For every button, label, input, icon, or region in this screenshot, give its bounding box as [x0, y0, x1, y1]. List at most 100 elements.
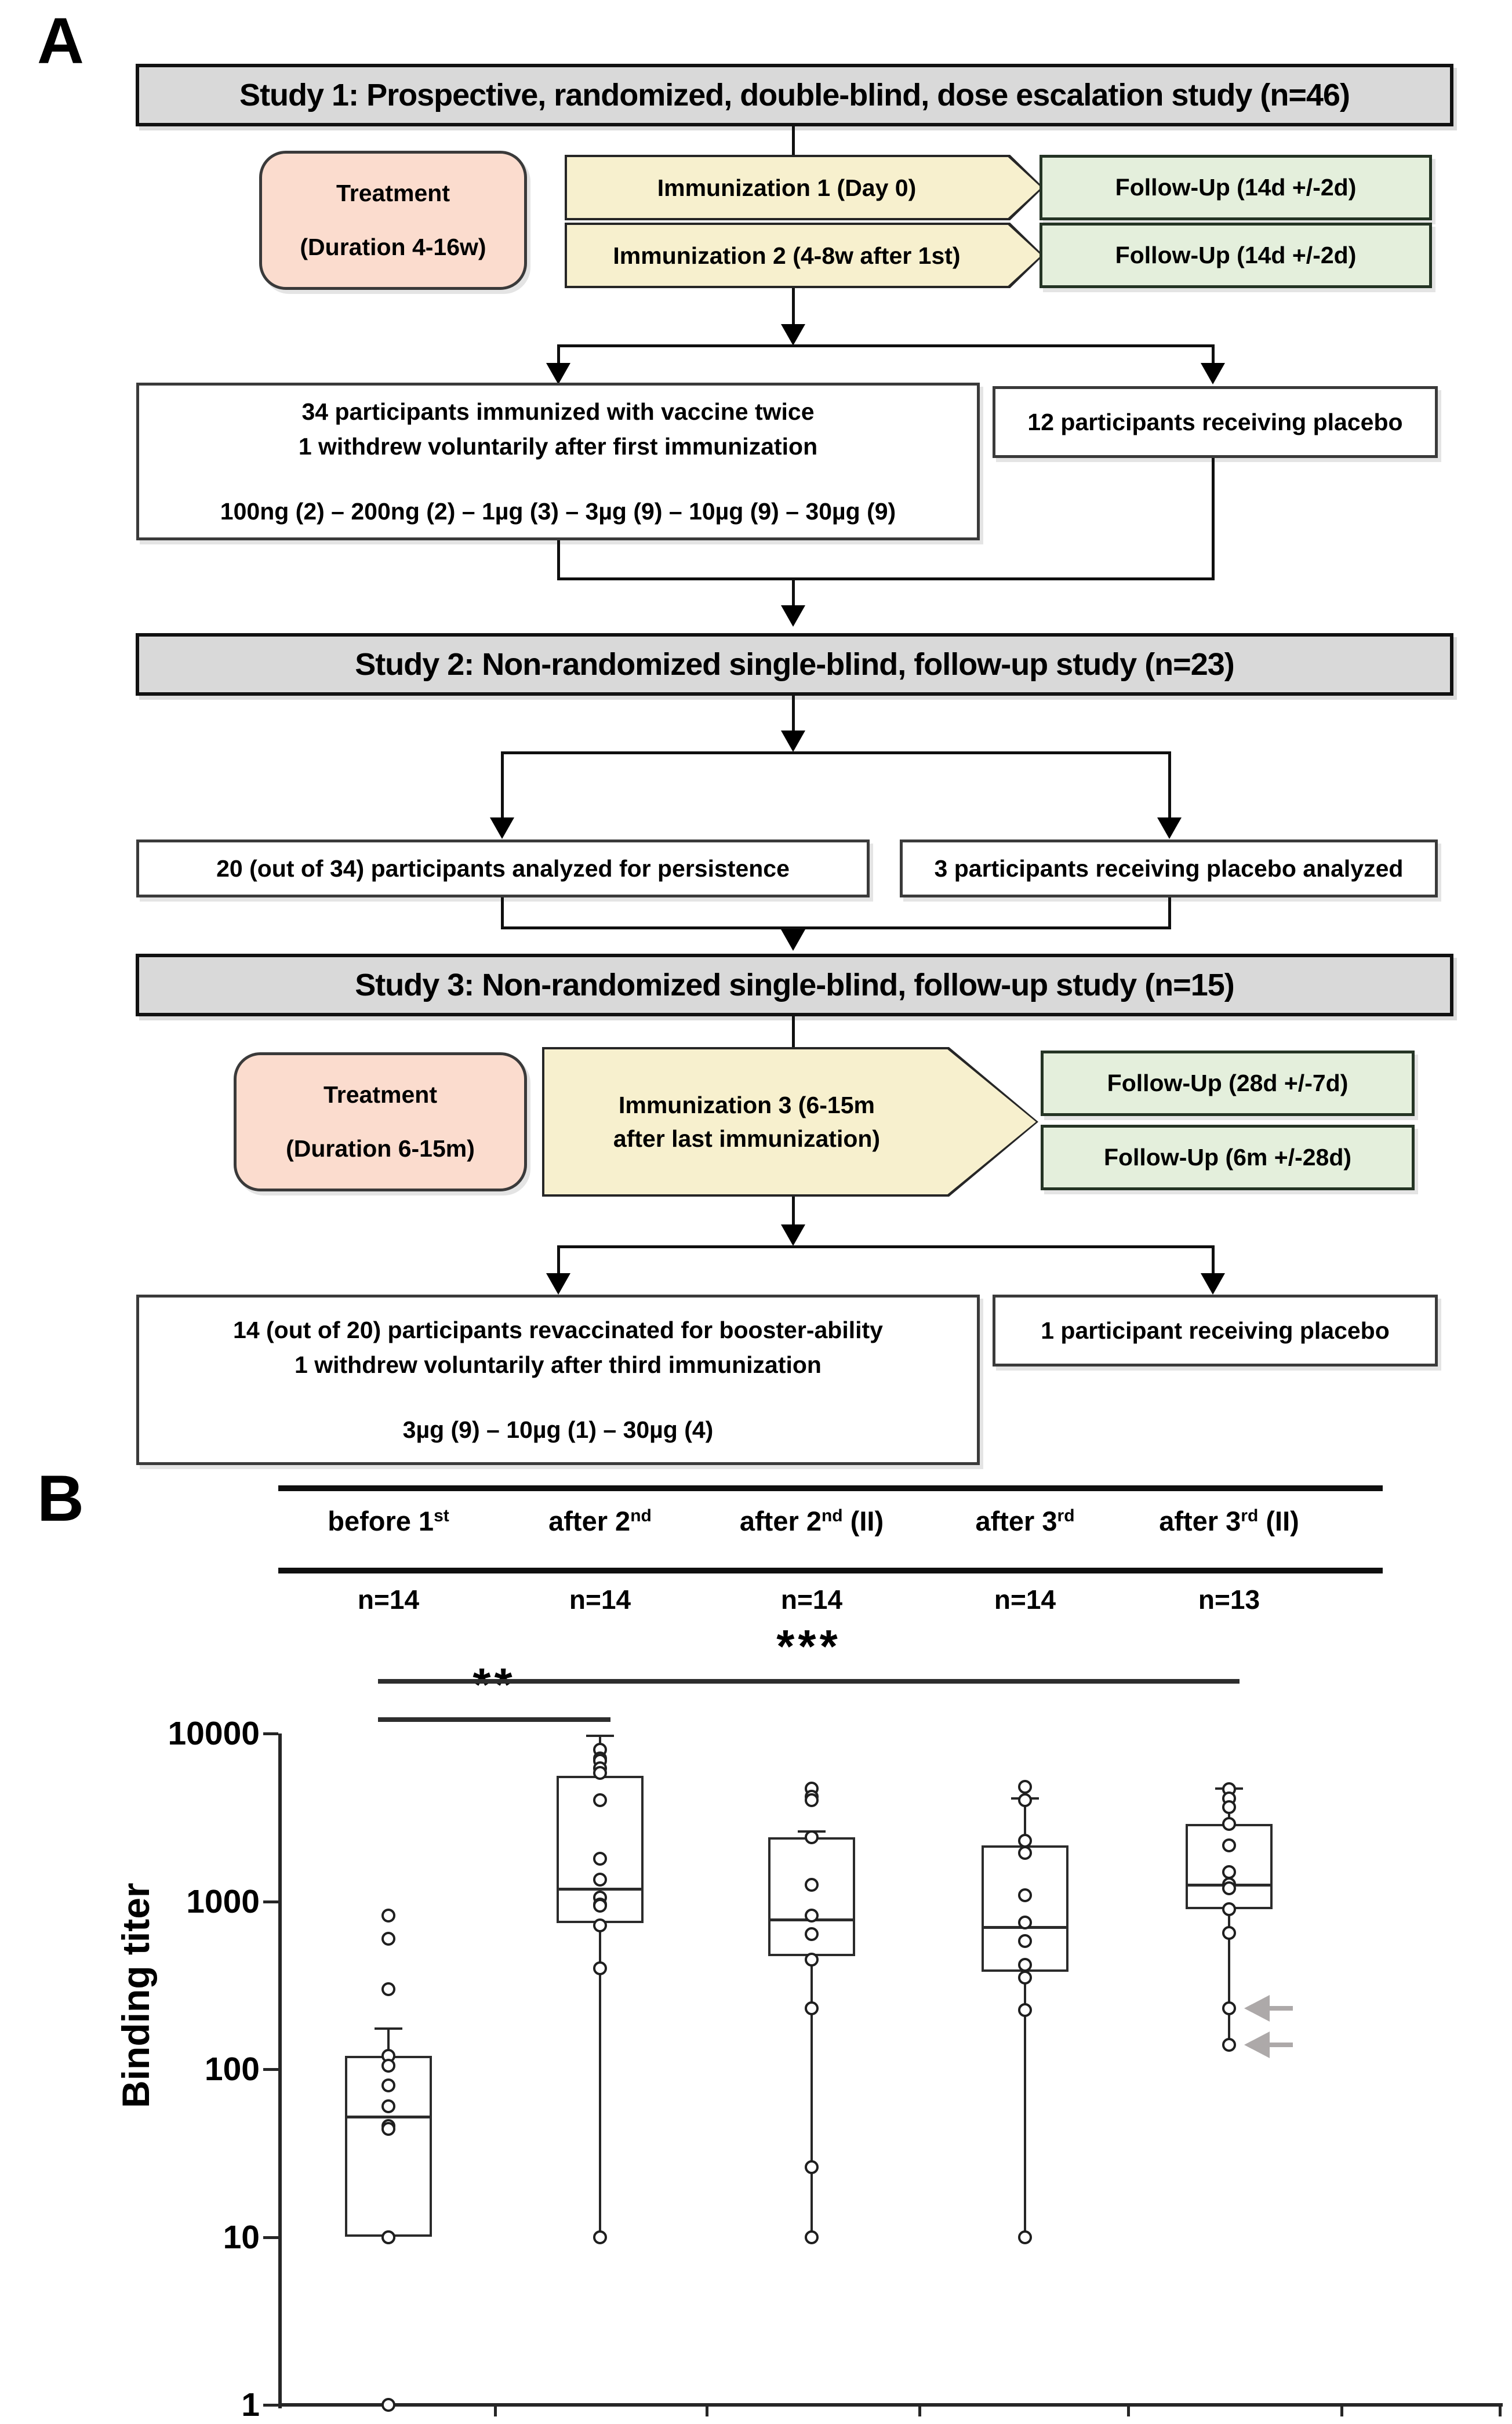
- column-header-text: nd: [821, 1506, 843, 1525]
- vaccine-box-line1: 14 (out of 20) participants revaccinated…: [233, 1317, 883, 1343]
- data-point: [593, 1899, 607, 1913]
- data-point: [805, 1830, 819, 1845]
- connector-line: [501, 751, 504, 819]
- immunization3-line1: Immunization 3 (6-15m: [619, 1092, 875, 1118]
- whisker-lower: [1228, 1909, 1230, 2045]
- panel-a-label: A: [37, 5, 84, 77]
- connector-line: [1168, 897, 1171, 929]
- data-point: [805, 1909, 819, 1923]
- arrow-down-icon: [781, 731, 805, 752]
- column-header-text: after 3: [975, 1506, 1057, 1536]
- arrow-down-icon: [781, 324, 805, 346]
- y-tick: [263, 2404, 278, 2407]
- data-point: [1018, 1971, 1032, 1985]
- vaccine-box-doses: 3µg (9) – 10µg (1) – 30µg (4): [402, 1416, 714, 1443]
- x-tick: [706, 2405, 708, 2416]
- whisker-lower: [599, 1923, 601, 2237]
- treatment-duration: (Duration 6-15m): [286, 1135, 475, 1162]
- data-point: [1018, 1915, 1032, 1929]
- column-header-text: after 2: [548, 1506, 631, 1536]
- significance-line: [378, 1679, 1240, 1684]
- data-point: [1018, 1888, 1032, 1902]
- data-point: [593, 2230, 607, 2244]
- annotation-arrow-tail: [1269, 2042, 1293, 2047]
- box: [982, 1845, 1068, 1972]
- data-point: [1018, 1793, 1032, 1808]
- connector-line: [1212, 344, 1215, 365]
- data-point: [593, 1851, 607, 1866]
- split-line: [558, 344, 1215, 347]
- arrow-down-icon: [781, 605, 805, 627]
- data-point: [805, 1878, 819, 1892]
- column-header-text: after 3: [1159, 1506, 1241, 1536]
- data-point: [1018, 1957, 1032, 1972]
- arrow-down-icon: [490, 817, 514, 839]
- study1-header: Study 1: Prospective, randomized, double…: [136, 64, 1453, 126]
- connector-line: [501, 897, 504, 929]
- y-tick: [263, 2236, 278, 2239]
- data-point: [381, 1909, 395, 1923]
- column-header-4: after 3rd: [892, 1505, 1158, 1537]
- data-point: [593, 1961, 607, 1975]
- annotation-arrow-tail: [1269, 2006, 1293, 2011]
- vaccine-box-line1: 34 participants immunized with vaccine t…: [301, 398, 815, 425]
- data-point: [593, 1793, 607, 1808]
- whisker-upper: [1024, 1798, 1026, 1846]
- column-header-text: nd: [630, 1506, 652, 1525]
- arrow-down-icon: [1201, 1273, 1225, 1295]
- study1-treatment-box: Treatment (Duration 4-16w): [259, 151, 527, 290]
- data-point: [1018, 1845, 1032, 1860]
- column-header-2: after 2nd: [467, 1505, 733, 1537]
- data-point: [805, 1927, 819, 1941]
- column-header-text: (II): [842, 1506, 884, 1536]
- immunization2-label: Immunization 2 (4-8w after 1st): [567, 225, 1041, 286]
- data-point: [381, 2398, 395, 2412]
- column-header-text: rd: [1241, 1506, 1259, 1525]
- whisker-cap: [586, 1734, 614, 1737]
- data-point: [381, 1931, 395, 1946]
- x-tick: [1340, 2405, 1343, 2416]
- column-header-1: before 1st: [255, 1505, 522, 1537]
- connector-line: [1212, 1245, 1215, 1274]
- data-point: [381, 2099, 395, 2114]
- study3-header: Study 3: Non-randomized single-blind, fo…: [136, 954, 1453, 1016]
- annotation-arrow-icon: [1244, 1995, 1270, 2022]
- split-line: [558, 1245, 1215, 1248]
- x-tick: [1499, 2405, 1502, 2416]
- data-point: [1222, 2037, 1236, 2052]
- vaccine-box-line2: 1 withdrew voluntarily after first immun…: [298, 433, 818, 460]
- connector-line: [557, 344, 560, 365]
- connector-line: [557, 1245, 560, 1274]
- y-tick-label: 10000: [168, 1715, 260, 1752]
- y-axis-title: Binding titer: [114, 1882, 157, 2109]
- data-point: [1222, 1881, 1236, 1895]
- column-n-3: n=14: [780, 1584, 843, 1615]
- table-rule-bottom: [278, 1568, 1383, 1573]
- annotation-arrow-icon: [1244, 2031, 1270, 2058]
- connector-line: [1168, 751, 1171, 819]
- arrow-down-icon: [1201, 363, 1225, 384]
- study3-followup1-box: Follow-Up (28d +/-7d): [1041, 1051, 1415, 1116]
- y-tick-label: 100: [204, 2051, 260, 2088]
- study3-followup2-box: Follow-Up (6m +/-28d): [1041, 1125, 1415, 1190]
- data-point: [1018, 1934, 1032, 1948]
- data-point: [593, 1872, 607, 1887]
- data-point: [1222, 1816, 1236, 1831]
- y-axis: [278, 1733, 282, 2408]
- data-point: [1222, 1838, 1236, 1853]
- column-header-5: after 3rd (II): [1096, 1505, 1362, 1537]
- data-point: [381, 2230, 395, 2244]
- data-point: [381, 2122, 395, 2136]
- study2-header: Study 2: Non-randomized single-blind, fo…: [136, 633, 1453, 696]
- median-line: [347, 2116, 430, 2119]
- arrow-down-icon: [546, 1273, 570, 1295]
- study1-immunization1-arrow: Immunization 1 (Day 0): [565, 155, 1044, 220]
- data-point: [1018, 2003, 1032, 2018]
- column-header-text: st: [434, 1506, 449, 1525]
- y-tick-label: 1000: [186, 1882, 260, 1920]
- immunization3-line2: after last immunization): [613, 1125, 881, 1152]
- connector-line: [792, 696, 795, 732]
- study3-vaccine-box: 14 (out of 20) participants revaccinated…: [136, 1295, 980, 1465]
- study3-treatment-box: Treatment (Duration 6-15m): [234, 1052, 527, 1191]
